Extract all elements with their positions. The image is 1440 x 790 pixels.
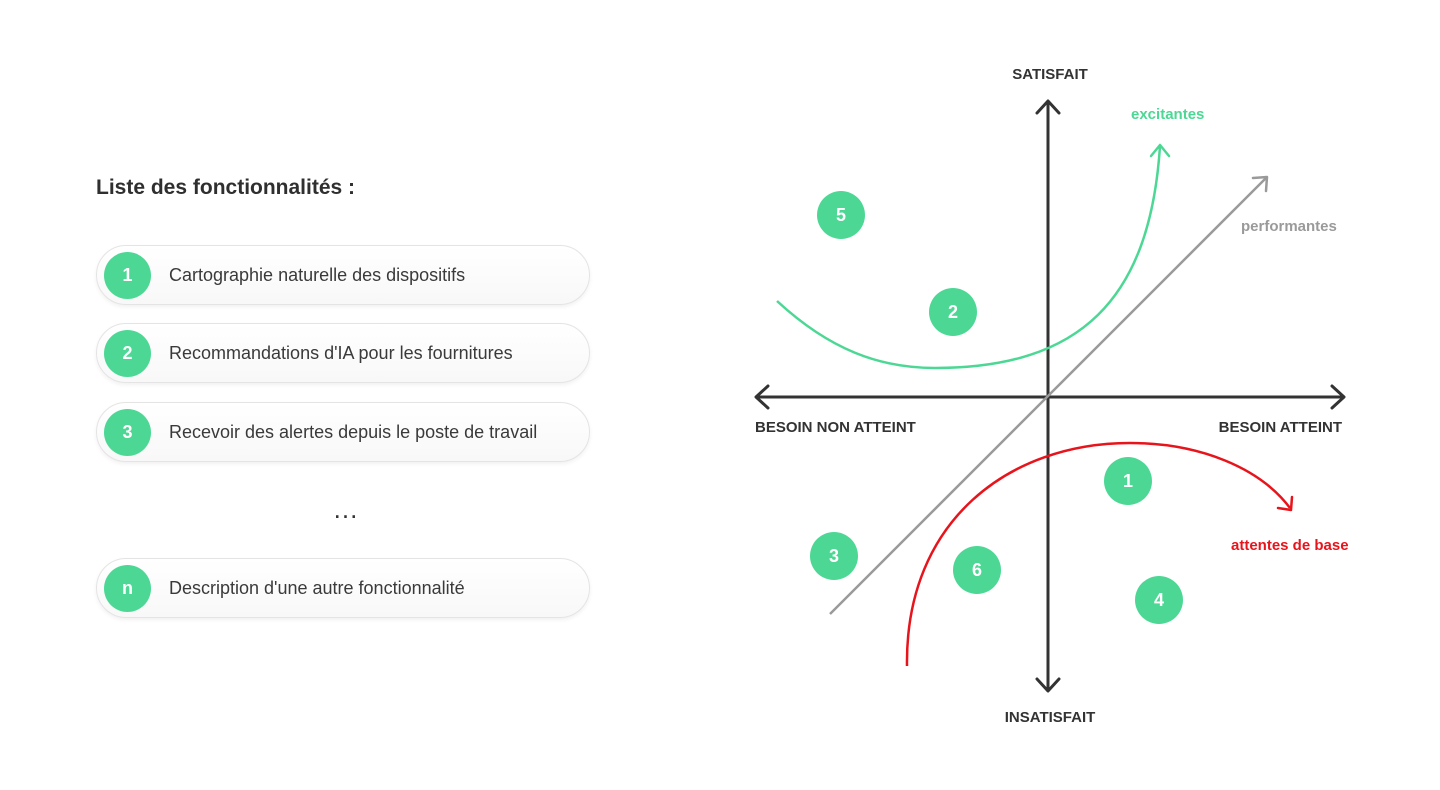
- horizontal-axis: [754, 384, 1346, 410]
- marker-5[interactable]: 5: [817, 191, 865, 239]
- feature-label: Cartographie naturelle des dispositifs: [169, 264, 466, 285]
- marker-3[interactable]: 3: [810, 532, 858, 580]
- performance-label: performantes: [1241, 218, 1337, 235]
- axis-label-need-met: BESOIN ATTEINT: [1219, 419, 1342, 436]
- feature-list-title: Liste des fonctionnalités :: [96, 176, 356, 199]
- marker-6[interactable]: 6: [953, 546, 1001, 594]
- feature-badge: 2: [104, 330, 151, 377]
- marker-label: 1: [1123, 471, 1133, 491]
- performance-curve: [829, 175, 1269, 615]
- feature-item-2[interactable]: 2 Recommandations d'IA pour les fournitu…: [96, 323, 590, 383]
- axis-label-satisfied: SATISFAIT: [1012, 66, 1088, 83]
- marker-4[interactable]: 4: [1135, 576, 1183, 624]
- feature-badge: 1: [104, 252, 151, 299]
- marker-label: 2: [948, 302, 958, 322]
- marker-label: 3: [829, 546, 839, 566]
- axis-label-need-not-met: BESOIN NON ATTEINT: [755, 419, 916, 436]
- marker-1[interactable]: 1: [1104, 457, 1152, 505]
- list-ellipsis: ...: [333, 494, 359, 524]
- marker-label: 4: [1154, 590, 1164, 610]
- feature-label: Description d'une autre fonctionnalité: [169, 577, 465, 598]
- feature-badge: n: [104, 565, 151, 612]
- basic-expectations-curve: [905, 441, 1294, 667]
- feature-item-n[interactable]: n Description d'une autre fonctionnalité: [96, 558, 590, 618]
- marker-2[interactable]: 2: [929, 288, 977, 336]
- exciting-curve: [776, 143, 1171, 370]
- marker-label: 6: [972, 560, 982, 580]
- feature-item-3[interactable]: 3 Recevoir des alertes depuis le poste d…: [96, 402, 590, 462]
- marker-label: 5: [836, 205, 846, 225]
- axis-label-dissatisfied: INSATISFAIT: [1005, 709, 1096, 726]
- feature-label: Recommandations d'IA pour les fourniture…: [169, 342, 513, 363]
- exciting-label: excitantes: [1131, 106, 1204, 123]
- feature-badge: 3: [104, 409, 151, 456]
- feature-label: Recevoir des alertes depuis le poste de …: [169, 421, 538, 442]
- basic-expectations-label: attentes de base: [1231, 537, 1349, 554]
- feature-item-1[interactable]: 1 Cartographie naturelle des dispositifs: [96, 245, 590, 305]
